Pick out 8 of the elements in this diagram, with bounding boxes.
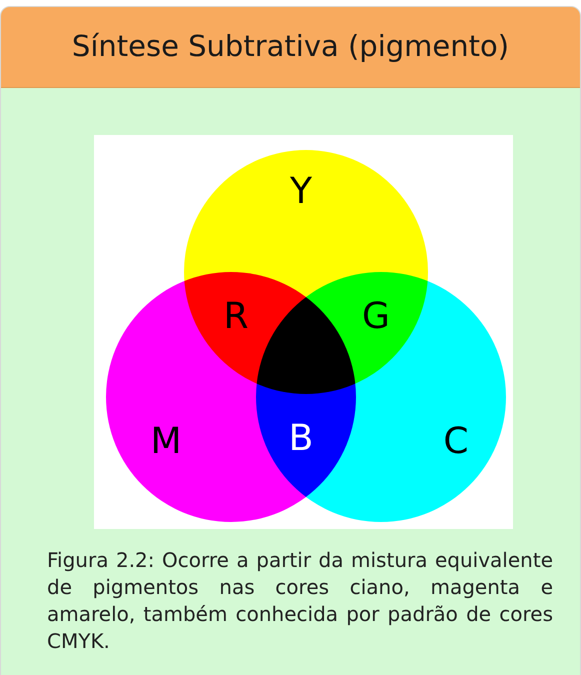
caption: Figura 2.2: Ocorre a partir da mistura equivalente de pigmentos nas cores ciano, magenta e amarelo, também conhecida por padrão de cores CMYK. bbox=[47, 547, 553, 655]
circle-letter: Y bbox=[290, 174, 312, 210]
overlap-letter: B bbox=[288, 421, 314, 457]
title: Síntese Subtrativa (pigmento) bbox=[70, 29, 510, 63]
overlap-letter: G bbox=[362, 299, 390, 335]
circle-letter: C bbox=[443, 424, 469, 460]
overlap-letter: R bbox=[224, 299, 248, 335]
circle-letter: M bbox=[150, 424, 182, 460]
